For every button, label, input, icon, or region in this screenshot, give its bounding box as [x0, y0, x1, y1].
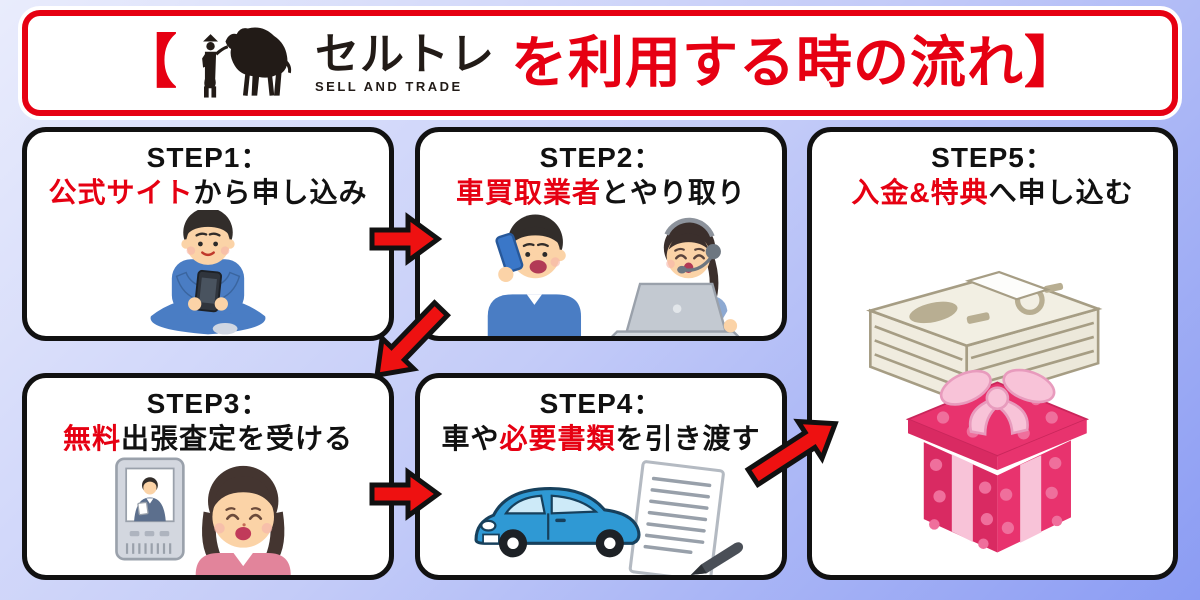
title-banner: 【 セルトレ SELL AND TRADE を利用する時の流れ】	[22, 10, 1178, 116]
camel-logo-icon	[202, 27, 292, 98]
step3-title: STEP3： 無料出張査定を受ける	[62, 388, 354, 454]
step2-highlight: 車買取業者	[455, 177, 601, 208]
step1-highlight: 公式サイト	[48, 177, 194, 208]
car-icon	[474, 486, 641, 557]
phone-icon	[495, 232, 524, 273]
step5-title: STEP5： 入金&特典へ申し込む	[851, 142, 1134, 208]
open-bracket: 【	[118, 30, 177, 95]
step5-highlight: 入金&特典	[851, 177, 989, 208]
money-and-gift-illustration	[812, 210, 1173, 575]
page-title: を利用する時の流れ】	[511, 31, 1081, 94]
video-intercom-icon	[115, 456, 185, 560]
smartphone-icon	[194, 269, 223, 313]
step4-highlight: 必要書類	[499, 423, 616, 454]
step3-highlight: 無料	[62, 423, 121, 454]
step1-title: STEP1： 公式サイトから申し込み	[48, 142, 368, 208]
laptop-icon	[611, 282, 740, 336]
step2-title: STEP2： 車買取業者とやり取り	[455, 142, 747, 208]
brand-lockup: セルトレ SELL AND TRADE	[315, 30, 495, 94]
brand-subtitle: SELL AND TRADE	[315, 79, 463, 94]
man-on-phone-and-operator-illustration	[420, 210, 782, 336]
gift-box-icon	[905, 368, 1089, 552]
step2-card: STEP2： 車買取業者とやり取り	[415, 127, 787, 341]
step4-card: STEP4： 車や必要書類を引き渡す	[415, 373, 787, 580]
step4-title: STEP4： 車や必要書類を引き渡す	[441, 388, 761, 454]
car-and-documents-illustration	[420, 456, 782, 575]
step5-card: STEP5： 入金&特典へ申し込む	[807, 127, 1178, 580]
step3-card: STEP3： 無料出張査定を受ける	[22, 373, 394, 580]
step1-card: STEP1： 公式サイトから申し込み	[22, 127, 394, 341]
pen-icon	[690, 541, 744, 575]
document-icon	[628, 459, 725, 575]
ribbon-bow-icon	[939, 368, 1055, 436]
man-sitting-with-smartphone-illustration	[27, 210, 389, 336]
headset-icon	[664, 217, 721, 274]
woman-at-intercom-illustration	[27, 456, 389, 575]
brand-name: セルトレ	[315, 30, 495, 79]
